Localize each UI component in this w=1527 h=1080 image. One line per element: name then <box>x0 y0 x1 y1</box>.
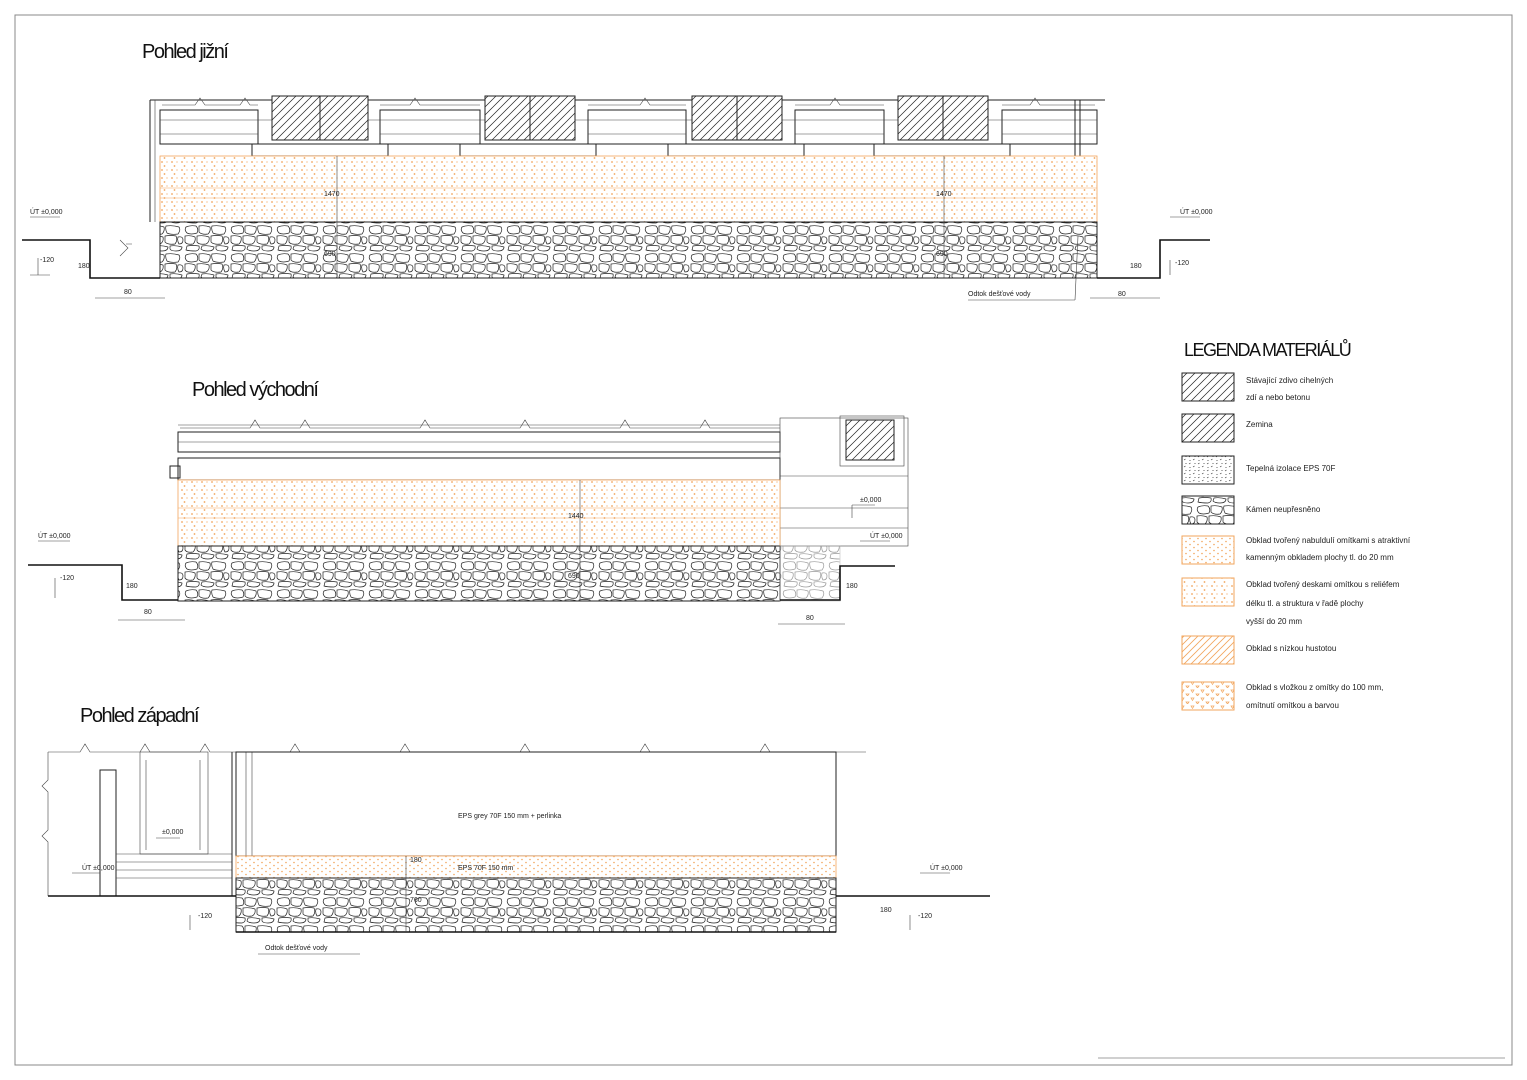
east-level-right: ÚT ±0,000 ±0,000 <box>851 497 903 542</box>
dim-south-3: 1470 <box>936 191 952 198</box>
svg-text:Obklad tvořený nabuldulí omítk: Obklad tvořený nabuldulí omítkami s atra… <box>1246 536 1411 545</box>
svg-text:délku tl. a struktura v řadě p: délku tl. a struktura v řadě plochy <box>1246 599 1363 608</box>
west-stone-plinth <box>235 877 837 933</box>
svg-text:Stávající zdivo cihelných: Stávající zdivo cihelných <box>1246 376 1333 385</box>
svg-text:kamenným obkladem plochy tl. d: kamenným obkladem plochy tl. do 20 mm <box>1246 553 1394 562</box>
dim-south-7: 80 <box>124 289 132 296</box>
south-view-title: Pohled jižní <box>142 41 229 63</box>
svg-text:zdí a nebo betonu: zdí a nebo betonu <box>1246 393 1310 402</box>
legend-item: Obklad tvořený deskami omítkou s reliéfe… <box>1181 577 1400 626</box>
west-level-left: ÚT ±0,000 ±0,000 -120 <box>72 829 212 930</box>
svg-text:±0,000: ±0,000 <box>860 497 881 504</box>
dim-south-8: 80 <box>1118 291 1126 298</box>
sheet-frame <box>14 14 1513 1066</box>
east-view-title: Pohled východní <box>192 379 319 401</box>
dim-south-5: 180 <box>78 263 90 270</box>
svg-text:ÚT ±0,000: ÚT ±0,000 <box>82 863 115 872</box>
svg-text:ÚT ±0,000: ÚT ±0,000 <box>30 207 63 216</box>
svg-text:Kámen neupřesněno: Kámen neupřesněno <box>1246 505 1321 514</box>
south-plaster-zone <box>159 155 1098 223</box>
svg-text:ÚT ±0,000: ÚT ±0,000 <box>930 863 963 872</box>
svg-text:-120: -120 <box>918 913 932 920</box>
dim-west-1: 180 <box>410 857 422 864</box>
svg-text:Zemina: Zemina <box>1246 420 1273 429</box>
dim-south-6: 180 <box>1130 263 1142 270</box>
east-stone-plinth <box>177 545 781 602</box>
svg-text:-120: -120 <box>1175 260 1189 267</box>
legend-item: Obklad tvořený nabuldulí omítkami s atra… <box>1181 535 1411 565</box>
svg-text:-120: -120 <box>60 575 74 582</box>
west-drain-note: Odtok dešťové vody <box>265 945 328 952</box>
svg-text:Obklad s nízkou hustotou: Obklad s nízkou hustotou <box>1246 644 1336 653</box>
west-note-eps-top: EPS grey 70F 150 mm + perlinka <box>458 813 561 820</box>
dim-south-2: 690 <box>324 251 336 258</box>
dim-south-1: 1470 <box>324 191 340 198</box>
dim-east-2: 690 <box>568 573 580 580</box>
legend: LEGENDA MATERIÁLŮ Stávající zdivo ciheln… <box>1181 339 1411 711</box>
south-drain-note: Odtok dešťové vody <box>968 291 1031 298</box>
svg-text:ÚT ±0,000: ÚT ±0,000 <box>38 531 71 540</box>
legend-item: Tepelná izolace EPS 70F <box>1181 455 1336 485</box>
dim-east-5: 80 <box>144 609 152 616</box>
legend-item: Zemina <box>1181 413 1273 443</box>
east-plaster-zone <box>177 479 781 547</box>
south-level-left: ÚT ±0,000 -120 <box>30 207 63 276</box>
svg-text:Obklad tvořený deskami omítkou: Obklad tvořený deskami omítkou s reliéfe… <box>1246 580 1400 589</box>
west-plaster-zone <box>235 855 837 879</box>
svg-text:ÚT ±0,000: ÚT ±0,000 <box>1180 207 1213 216</box>
dim-east-3: 180 <box>126 583 138 590</box>
svg-text:vyšší do 20 mm: vyšší do 20 mm <box>1246 617 1302 626</box>
dim-west-3: 180 <box>880 907 892 914</box>
svg-text:±0,000: ±0,000 <box>162 829 183 836</box>
svg-text:omítnutí omítkou a barvou: omítnutí omítkou a barvou <box>1246 701 1339 710</box>
svg-text:ÚT ±0,000: ÚT ±0,000 <box>870 531 903 540</box>
west-view: Pohled západní EPS grey 70F 150 mm + per… <box>41 705 990 955</box>
legend-title: LEGENDA MATERIÁLŮ <box>1184 339 1351 360</box>
svg-text:-120: -120 <box>198 913 212 920</box>
south-ground-right <box>1097 239 1210 279</box>
legend-item: Obklad s vložkou z omítky do 100 mm, omí… <box>1181 681 1383 711</box>
svg-text:-120: -120 <box>40 257 54 264</box>
legend-item: Kámen neupřesněno <box>1181 495 1321 525</box>
legend-item: Stávající zdivo cihelných zdí a nebo bet… <box>1181 372 1333 402</box>
dim-south-4: 690 <box>936 251 948 258</box>
west-note-eps-base: EPS 70F 150 mm <box>458 865 513 872</box>
east-level-left: ÚT ±0,000 -120 <box>38 531 74 598</box>
east-ground-right <box>780 565 895 601</box>
dim-west-2: 760 <box>410 897 422 904</box>
south-view: Pohled jižní <box>22 41 1213 301</box>
east-view: Pohled východní ÚT ±0,000 -120 ÚT ±0,000 <box>28 379 909 625</box>
dim-east-1: 1440 <box>568 513 584 520</box>
dim-east-6: 80 <box>806 615 814 622</box>
south-level-right: ÚT ±0,000 -120 <box>1169 207 1213 275</box>
south-stone-plinth <box>159 221 1098 279</box>
svg-text:Tepelná izolace EPS 70F: Tepelná izolace EPS 70F <box>1246 464 1336 473</box>
east-ground-left <box>28 564 178 601</box>
svg-text:Obklad s vložkou z omítky do 1: Obklad s vložkou z omítky do 100 mm, <box>1246 683 1383 692</box>
west-view-title: Pohled západní <box>80 705 200 727</box>
west-level-right: ÚT ±0,000 -120 <box>909 863 963 930</box>
south-ground-left <box>22 239 160 279</box>
legend-item: Obklad s nízkou hustotou <box>1181 635 1336 665</box>
south-windows <box>271 95 989 141</box>
dim-east-4: 180 <box>846 583 858 590</box>
